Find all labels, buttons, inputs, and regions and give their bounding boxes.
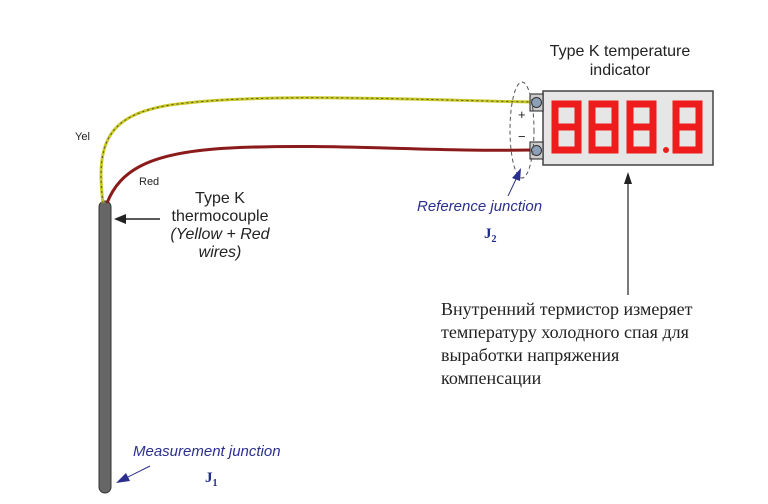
decimal-point <box>663 147 669 153</box>
indicator-title: Type K temperature indicator <box>549 43 691 79</box>
yellow-wire-label: Yel <box>75 131 90 143</box>
measurement-junction-label: Measurement junction <box>133 443 281 460</box>
thermocouple-label: Type K thermocouple (Yellow + Red wires) <box>170 190 270 261</box>
reference-junction-ellipse <box>509 81 535 179</box>
thermistor-note: Внутренний термистор измеряет температур… <box>441 299 693 388</box>
minus-sign: − <box>518 129 526 144</box>
red-wire-label: Red <box>139 176 160 188</box>
measurement-arrow <box>123 465 151 480</box>
reference-junction-label: Reference junction <box>417 198 543 215</box>
thermocouple-probe <box>98 200 112 494</box>
j1-label: J1 <box>205 470 218 489</box>
plus-sign: + <box>518 107 526 122</box>
j2-label: J2 <box>484 226 497 245</box>
red-wire <box>105 144 533 204</box>
seven-segment-display <box>551 100 703 154</box>
